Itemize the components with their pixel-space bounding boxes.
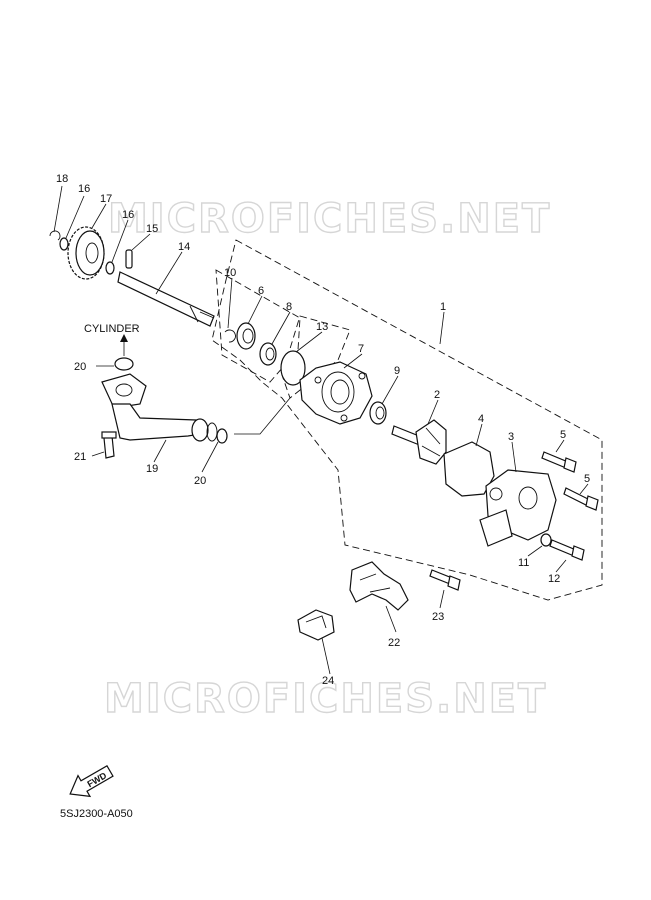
part-17-gear xyxy=(67,226,105,280)
callouts: 18 16 17 16 15 14 10 6 8 13 1 7 9 2 4 3 … xyxy=(56,173,590,687)
callout-20a: 20 xyxy=(74,361,86,373)
callout-9: 9 xyxy=(394,365,400,377)
part-2-impeller xyxy=(391,419,447,465)
callout-10: 10 xyxy=(224,267,236,279)
part-23-bolt xyxy=(429,569,461,591)
leader-lines xyxy=(53,185,589,675)
part-21-bolt xyxy=(101,431,117,459)
part-8-bearing xyxy=(259,342,277,366)
part-13-oring xyxy=(280,350,306,386)
fwd-arrow-icon: FWD xyxy=(69,764,114,798)
cylinder-label: CYLINDER xyxy=(84,323,140,335)
part-16-washer xyxy=(59,237,69,251)
part-12-bolt xyxy=(549,539,585,561)
part-16-washer-2 xyxy=(105,261,115,275)
callout-24: 24 xyxy=(322,675,334,687)
part-3-pump-cover xyxy=(479,469,557,547)
part-6-bearing xyxy=(236,322,256,350)
callout-17: 17 xyxy=(100,193,112,205)
watermark-bottom: MICROFICHES.NET xyxy=(104,676,547,722)
cylinder-arrowhead xyxy=(120,334,128,342)
part-14-shaft xyxy=(117,271,215,327)
callout-3: 3 xyxy=(508,431,514,443)
diagram-code: 5SJ2300-A050 xyxy=(60,808,133,820)
callout-13: 13 xyxy=(316,321,328,333)
callout-19: 19 xyxy=(146,463,158,475)
part-15-pin xyxy=(125,249,133,269)
callout-15: 15 xyxy=(146,223,158,235)
callout-1: 1 xyxy=(440,301,446,313)
callout-12: 12 xyxy=(548,573,560,585)
callout-18: 18 xyxy=(56,173,68,185)
part-10-circlip xyxy=(224,329,236,343)
callout-2: 2 xyxy=(434,389,440,401)
callout-5a: 5 xyxy=(560,429,566,441)
callout-22: 22 xyxy=(388,637,400,649)
callout-6: 6 xyxy=(258,285,264,297)
callout-8: 8 xyxy=(286,301,292,313)
part-22-bracket xyxy=(349,561,409,611)
part-7-pump-housing xyxy=(299,361,373,425)
bearing-group-outline xyxy=(215,269,301,383)
callout-16a: 16 xyxy=(78,183,90,195)
callout-21: 21 xyxy=(74,451,86,463)
part-5-bolt-a xyxy=(541,451,577,473)
callout-16b: 16 xyxy=(122,209,134,221)
callout-4: 4 xyxy=(478,413,484,425)
assembly-outline-1 xyxy=(211,239,603,601)
part-11-washer xyxy=(540,533,552,547)
part-20-oring-top xyxy=(114,357,134,371)
callout-11: 11 xyxy=(518,557,529,569)
callout-7: 7 xyxy=(358,343,364,355)
part-18-circlip xyxy=(49,230,61,241)
callout-20b: 20 xyxy=(194,475,206,487)
callout-5b: 5 xyxy=(584,473,590,485)
callout-14: 14 xyxy=(178,241,190,253)
part-19-water-pipe xyxy=(101,373,218,442)
part-20-oring-bottom xyxy=(216,428,228,444)
part-24-clip xyxy=(297,609,335,641)
part-5-bolt-b xyxy=(563,487,599,511)
watermark-top: MICROFICHES.NET xyxy=(108,196,551,242)
part-9-seal xyxy=(369,401,387,425)
callout-23: 23 xyxy=(432,611,444,623)
